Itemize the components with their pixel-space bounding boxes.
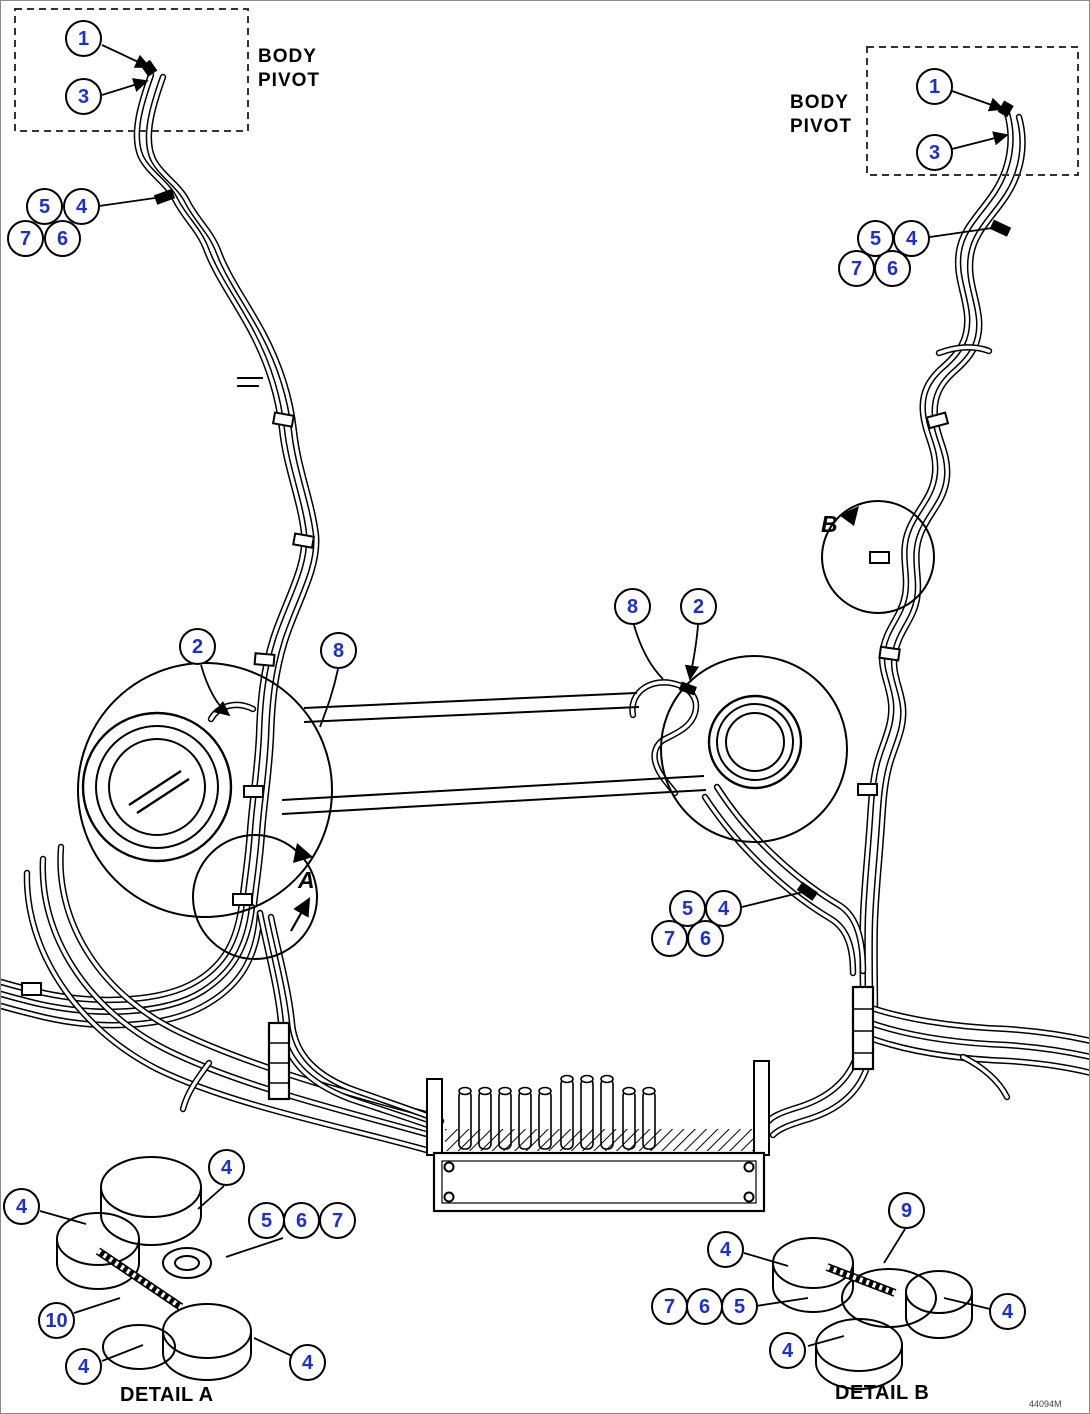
callout-balloon[interactable]: 9 (888, 1192, 925, 1229)
callout-balloon[interactable]: 6 (874, 250, 911, 287)
callout-balloon[interactable]: 6 (44, 220, 81, 257)
callout-balloon[interactable]: 5 (26, 188, 63, 225)
callout-balloon[interactable]: 2 (179, 628, 216, 665)
detail-a-label: DETAIL A (120, 1384, 214, 1406)
callout-balloon[interactable]: 3 (65, 78, 102, 115)
callout-balloon[interactable]: 10 (38, 1302, 75, 1339)
callout-balloon[interactable]: 7 (7, 220, 44, 257)
callout-balloon[interactable]: 3 (916, 134, 953, 171)
callout-balloon[interactable]: 4 (65, 1348, 102, 1385)
callout-balloon[interactable]: 1 (65, 20, 102, 57)
figure-number: 44094M (1029, 1399, 1062, 1409)
right-hub (660, 655, 848, 843)
callout-balloon[interactable]: 4 (3, 1188, 40, 1225)
callout-balloon[interactable]: 4 (989, 1293, 1026, 1330)
callout-balloon[interactable]: 7 (651, 1288, 688, 1325)
callout-balloon[interactable]: 5 (721, 1288, 758, 1325)
callout-balloon[interactable]: 4 (289, 1344, 326, 1381)
callout-balloon[interactable]: 8 (614, 588, 651, 625)
view-a-letter: A (298, 867, 315, 893)
detail-b-label: DETAIL B (835, 1382, 930, 1404)
callout-balloon[interactable]: 7 (651, 920, 688, 957)
view-b-arrow (821, 500, 935, 614)
view-b-letter: B (821, 511, 838, 537)
detail-a-art (56, 1156, 252, 1381)
frame-rails (237, 377, 707, 815)
left-hub (77, 662, 333, 918)
callout-balloon[interactable]: 4 (705, 890, 742, 927)
callout-balloon[interactable]: 2 (680, 588, 717, 625)
manifold (426, 1060, 770, 1213)
callout-balloon[interactable]: 5 (248, 1202, 285, 1239)
body-pivot-label-right: BODY PIVOT (790, 92, 853, 137)
view-a-arrow (192, 834, 318, 960)
callout-balloon[interactable]: 6 (687, 920, 724, 957)
callout-balloon[interactable]: 4 (63, 188, 100, 225)
callout-balloon[interactable]: 7 (838, 250, 875, 287)
callout-balloon[interactable]: 4 (769, 1332, 806, 1369)
detail-b-art (772, 1237, 973, 1390)
clamps (21, 59, 1014, 1101)
callout-balloon[interactable]: 6 (283, 1202, 320, 1239)
body-pivot-label-left: BODY PIVOT (258, 46, 321, 91)
body-pivot-boxes (14, 8, 1079, 176)
callout-balloon[interactable]: 6 (686, 1288, 723, 1325)
callout-balloon[interactable]: 7 (319, 1202, 356, 1239)
callout-balloon[interactable]: 4 (208, 1149, 245, 1186)
callout-balloon[interactable]: 1 (916, 68, 953, 105)
callout-balloon[interactable]: 8 (320, 632, 357, 669)
callout-balloon[interactable]: 4 (707, 1231, 744, 1268)
